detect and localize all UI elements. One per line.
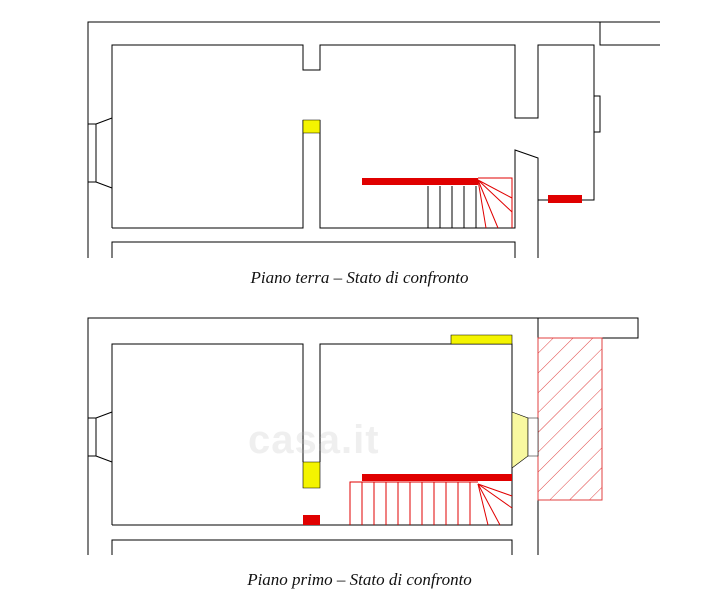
first-hatched-demolition-area	[538, 338, 602, 500]
ground-demolition-right	[548, 195, 582, 203]
ground-left-window	[96, 118, 112, 188]
ground-demolition-stair-top	[362, 178, 478, 185]
first-floor-caption: Piano primo – Stato di confronto	[247, 570, 472, 589]
ground-left-room-bottom	[112, 120, 303, 228]
first-new-wall-yellow-top	[451, 335, 512, 344]
ground-stairs-winder	[478, 178, 512, 228]
ground-right-annex-wall	[600, 22, 660, 45]
first-right-annex-wall	[538, 318, 638, 338]
first-new-wall-yellow-mid	[303, 462, 320, 488]
first-floor-plan	[88, 318, 638, 555]
ground-left-room	[112, 45, 594, 228]
ground-bottom-wall	[112, 242, 515, 258]
ground-floor-caption: Piano terra – Stato di confronto	[250, 268, 469, 287]
first-right-window-frame	[528, 418, 538, 456]
ground-mid-wall	[320, 120, 538, 258]
ground-floor-plan	[88, 22, 660, 258]
first-bottom-wall	[112, 540, 512, 555]
first-demolition-stair-top	[362, 474, 512, 481]
first-left-window	[96, 412, 112, 462]
ground-new-wall-yellow	[303, 120, 320, 133]
ground-stairs	[428, 186, 476, 228]
ground-outer-wall	[88, 22, 660, 258]
first-right-window-new	[512, 412, 528, 468]
first-stairs	[350, 482, 512, 525]
ground-right-window	[594, 96, 600, 132]
first-demolition-small	[303, 515, 320, 525]
watermark-text: casa.it	[248, 418, 380, 462]
first-left-room	[112, 344, 303, 525]
